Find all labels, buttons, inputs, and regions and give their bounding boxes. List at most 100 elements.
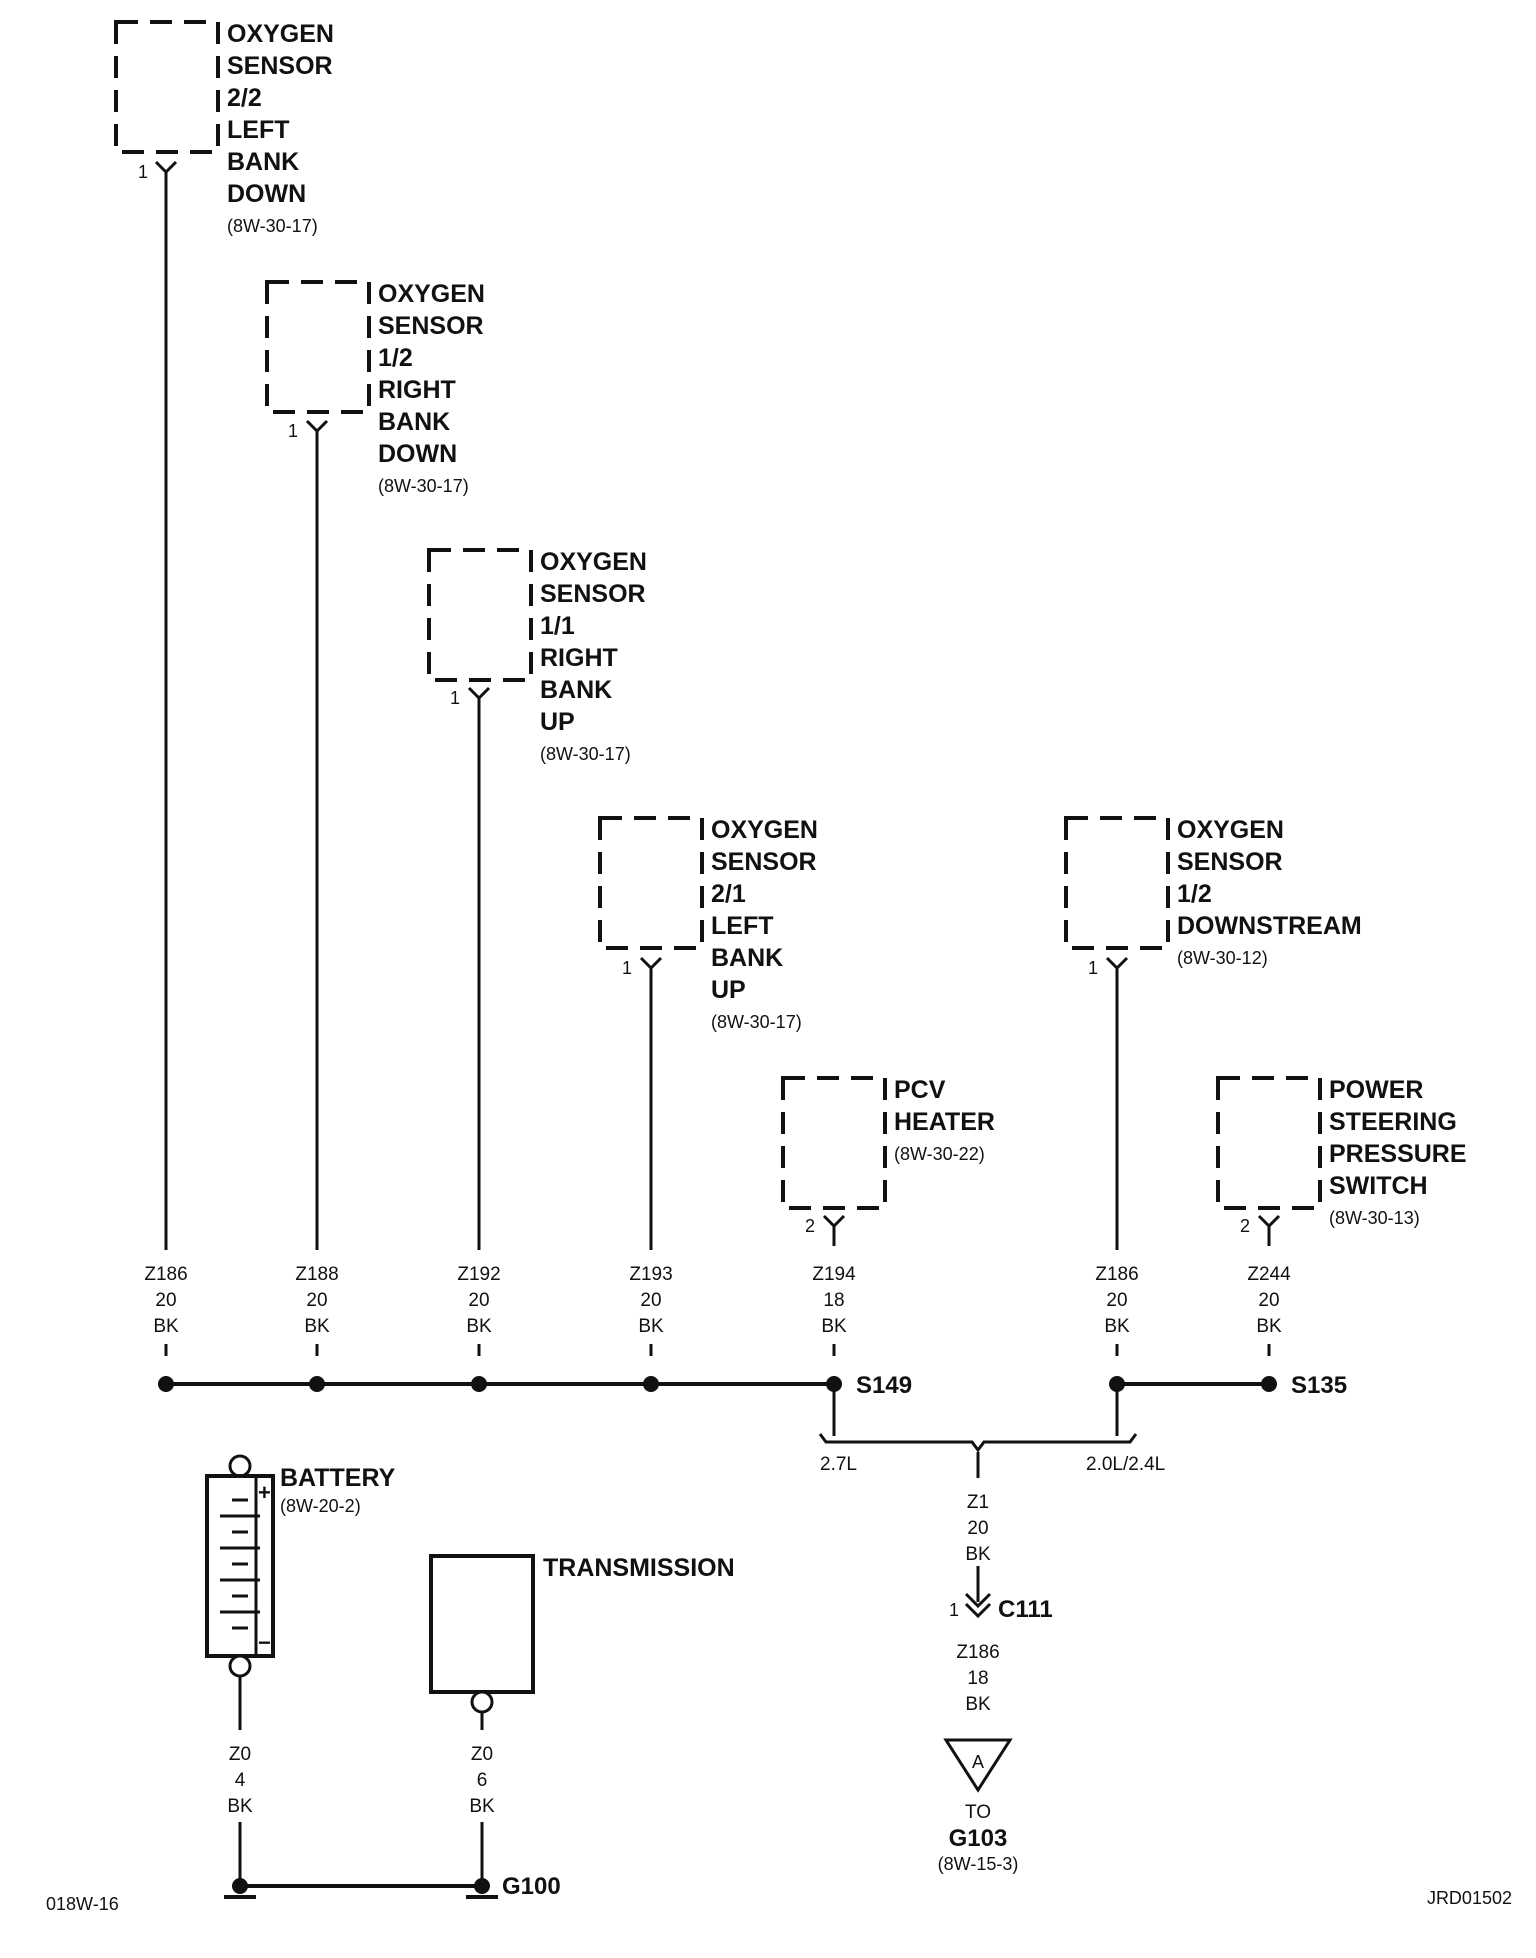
- sensor-label-line-4: RIGHT: [378, 376, 456, 404]
- wire-color: BK: [821, 1316, 847, 1337]
- wire-color: BK: [227, 1796, 253, 1817]
- pin-number: 1: [1088, 958, 1098, 978]
- wire-color: BK: [1104, 1316, 1130, 1337]
- wire-color: BK: [1256, 1316, 1282, 1337]
- wire-circuit: Z186: [956, 1642, 999, 1663]
- sensor-label-line-1: OXYGEN: [540, 548, 647, 576]
- sensor-box: [1216, 1076, 1322, 1210]
- wire-circuit: Z188: [295, 1264, 338, 1285]
- ground-to: TO: [965, 1802, 991, 1823]
- sensor-page-ref: (8W-30-12): [1177, 948, 1268, 968]
- connector-name: C111: [998, 1596, 1053, 1623]
- pin-terminal: [305, 419, 329, 451]
- pin-number: 2: [1240, 1216, 1250, 1236]
- ground-g100: G100: [224, 1873, 561, 1900]
- wire-gauge: 20: [1106, 1290, 1127, 1311]
- pin-number: 2: [805, 1216, 815, 1236]
- pin-terminal: [467, 686, 491, 718]
- sensor-label-line-3: 1/2: [378, 344, 413, 372]
- pcv-heater: 2 PCV HEATER (8W-30-22): [781, 1076, 995, 1246]
- sensor-page-ref: (8W-30-17): [711, 1012, 802, 1032]
- ground-dot: [232, 1878, 248, 1894]
- branch-label-2-7l: 2.7L: [820, 1454, 857, 1475]
- wire-gauge: 18: [823, 1290, 844, 1311]
- wire-color: BK: [638, 1316, 664, 1337]
- sensor-page-ref: (8W-30-13): [1329, 1208, 1420, 1228]
- sensor-label-line-2: SENSOR: [1177, 848, 1283, 876]
- wire-circuit: Z194: [812, 1264, 856, 1285]
- sensor-label-line-6: DOWN: [227, 180, 306, 208]
- sensor-page-ref: (8W-30-17): [540, 744, 631, 764]
- wire-label-z193: Z193 20 BK: [629, 1264, 672, 1337]
- splice-dot: [471, 1376, 487, 1392]
- sensor-label-line-1: OXYGEN: [711, 816, 818, 844]
- wire-label-z1: Z1 20 BK: [965, 1492, 991, 1565]
- wire-circuit: Z1: [967, 1492, 989, 1513]
- connector-c111: 1 C111: [949, 1566, 1053, 1623]
- wire-color: BK: [304, 1316, 330, 1337]
- wire-label-z0-battery: Z0 4 BK: [227, 1744, 253, 1817]
- pin-number: 1: [288, 421, 298, 441]
- battery-page-ref: (8W-20-2): [280, 1496, 361, 1516]
- pin-number: 1: [450, 688, 460, 708]
- sensor-label-line-5: BANK: [378, 408, 450, 436]
- wire-circuit: Z0: [229, 1744, 251, 1765]
- sensor-label-line-3: 1/2: [1177, 880, 1212, 908]
- transmission: TRANSMISSION Z0 6 BK: [429, 1554, 735, 1886]
- branch-bracket: [818, 1433, 1138, 1453]
- wire-circuit: Z186: [1095, 1264, 1138, 1285]
- wire-label-z192: Z192 20 BK: [457, 1264, 500, 1337]
- sensor-label-line-5: BANK: [540, 676, 612, 704]
- pin-terminal: [822, 1214, 846, 1246]
- wire-color: BK: [965, 1694, 991, 1715]
- wire-circuit: Z186: [144, 1264, 187, 1285]
- sensor-label-line-4: RIGHT: [540, 644, 618, 672]
- sensor-label-line-2: SENSOR: [378, 312, 484, 340]
- ground-g103: A TO G103 (8W-15-3): [938, 1738, 1018, 1874]
- oxygen-sensor-1-1-right-bank-up: 1 OXYGEN SENSOR 1/1 RIGHT BANK UP (8W-30…: [427, 548, 647, 764]
- pin-terminal: [1105, 956, 1129, 988]
- sensor-page-ref: (8W-30-22): [894, 1144, 985, 1164]
- wire-color: BK: [965, 1544, 991, 1565]
- wire-label-z0-transmission: Z0 6 BK: [469, 1744, 495, 1817]
- ground-letter: A: [972, 1752, 984, 1772]
- wire-gauge: 4: [235, 1770, 246, 1791]
- wire-gauge: 18: [967, 1668, 988, 1689]
- pin-number: 1: [622, 958, 632, 978]
- splice-dot: [1261, 1376, 1277, 1392]
- label-ticks: [164, 1344, 1271, 1356]
- vertical-wires: [164, 192, 1119, 1250]
- battery: + − BATTERY (8W-20-2) Z0 4 BK: [205, 1454, 396, 1886]
- connector-pin: 1: [949, 1600, 959, 1620]
- splice-label-s135: S135: [1291, 1372, 1347, 1399]
- wire-circuit: Z244: [1247, 1264, 1291, 1285]
- footer-right-code: JRD01502: [1427, 1888, 1512, 1908]
- pin-terminal: [154, 160, 178, 192]
- wire-gauge: 20: [1258, 1290, 1279, 1311]
- splice-bus: S149 S135: [158, 1372, 1347, 1399]
- sensor-page-ref: (8W-30-17): [227, 216, 318, 236]
- sensor-label-line-1: OXYGEN: [227, 20, 334, 48]
- sensor-label-line-2: SENSOR: [540, 580, 646, 608]
- sensor-label-line-3: 2/2: [227, 84, 262, 112]
- battery-negative-terminal: [228, 1654, 252, 1678]
- wire-label-z186-downstream: Z186 20 BK: [1095, 1264, 1138, 1337]
- sensor-label-line-4: SWITCH: [1329, 1172, 1428, 1200]
- splice-label-s149: S149: [856, 1372, 912, 1399]
- power-steering-pressure-switch: 2 POWER STEERING PRESSURE SWITCH (8W-30-…: [1216, 1076, 1467, 1246]
- sensor-box: [598, 816, 704, 950]
- wire-circuit: Z192: [457, 1264, 500, 1285]
- wire-gauge: 20: [155, 1290, 176, 1311]
- sensor-label-line-4: DOWNSTREAM: [1177, 912, 1362, 940]
- ground-name: G100: [502, 1873, 561, 1900]
- wire-color: BK: [466, 1316, 492, 1337]
- sensor-label-line-3: 2/1: [711, 880, 746, 908]
- transmission-body: [429, 1554, 535, 1694]
- sensor-label-line-1: POWER: [1329, 1076, 1423, 1104]
- ground-triangle-icon: [943, 1738, 1013, 1793]
- ground-dot: [474, 1878, 490, 1894]
- wire-color: BK: [469, 1796, 495, 1817]
- sensor-box: [781, 1076, 887, 1210]
- sensor-label-line-4: LEFT: [227, 116, 290, 144]
